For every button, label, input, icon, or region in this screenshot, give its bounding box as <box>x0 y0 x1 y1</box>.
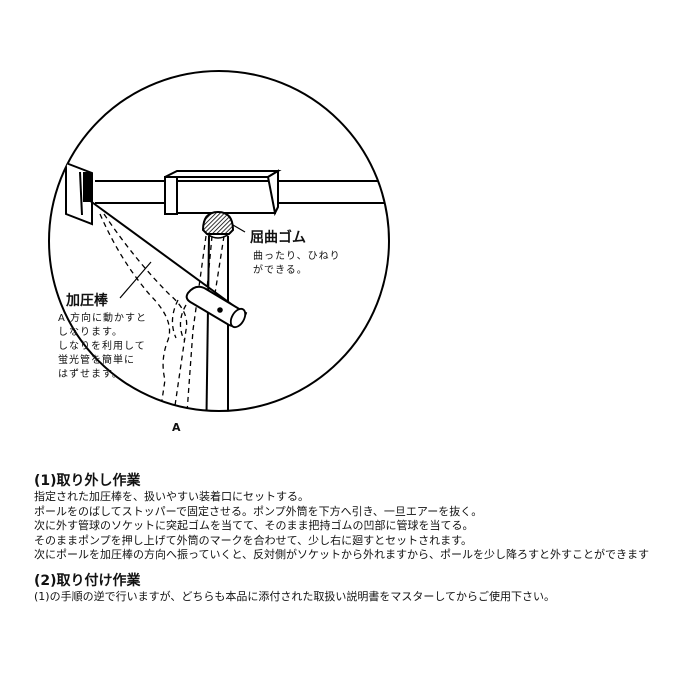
pressure-rod-label: 加圧棒 <box>66 293 108 309</box>
pressure-rod-desc-2: しなります。 <box>58 327 123 338</box>
pressure-rod <box>88 199 248 329</box>
pressure-rod-desc-4: 蛍光管を簡単に <box>58 355 135 366</box>
install-step-1: (1)の手順の逆で行いますが、どちらも本品に添付された取扱い説明書をマスターして… <box>34 589 556 603</box>
removal-step-3: 次に外す管球のソケットに突起ゴムを当てて、そのまま把持ゴムの凹部に管球を当てる。 <box>34 519 474 532</box>
removal-step-5: 次にポールを加圧棒の方向へ振っていくと、反対側がソケットから外れますから、ポール… <box>34 548 650 561</box>
pressure-rod-desc-1: A 方向に動かすと <box>58 313 148 324</box>
leader-lines <box>119 224 246 299</box>
bending-rubber-desc-1: 曲ったり、ひねり <box>253 251 341 262</box>
removal-section-title: (1)取り外し作業 <box>34 473 141 489</box>
illustration: 屈曲ゴム 曲ったり、ひねり ができる。 加圧棒 A 方向に動かすと しなります。… <box>48 70 390 446</box>
diagram-drawing <box>48 70 390 446</box>
pressure-rod-desc-3: しなりを利用して <box>58 341 146 352</box>
bending-rubber <box>201 210 235 239</box>
detail-circle <box>48 70 390 412</box>
bending-rubber-label: 屈曲ゴム <box>250 230 306 246</box>
install-section-title: (2)取り付け作業 <box>34 572 141 589</box>
instructions: (1)取り外し作業 指定された加圧棒を、扱いやすい装着口にセットする。 ポールを… <box>34 472 694 604</box>
pressure-rod-desc-5: はずせます。 <box>58 369 123 380</box>
removal-step-2: ポールをのばしてストッパーで固定させる。ポンプ外筒を下方へ引き、一旦エアーを抜く… <box>34 504 483 518</box>
removal-step-4: そのままポンプを押し上げて外筒のマークを合わせて、少し右に廻すとセットされます。 <box>34 533 473 547</box>
direction-a-arrow <box>184 436 222 446</box>
bending-rubber-desc-2: ができる。 <box>253 265 308 276</box>
left-socket <box>65 161 93 226</box>
removal-step-1: 指定された加圧棒を、扱いやすい装着口にセットする。 <box>34 490 309 503</box>
pole <box>205 235 229 411</box>
direction-a-label: A <box>172 421 181 434</box>
phantom-pole-positions <box>99 213 225 411</box>
grip-clamp <box>164 169 282 217</box>
